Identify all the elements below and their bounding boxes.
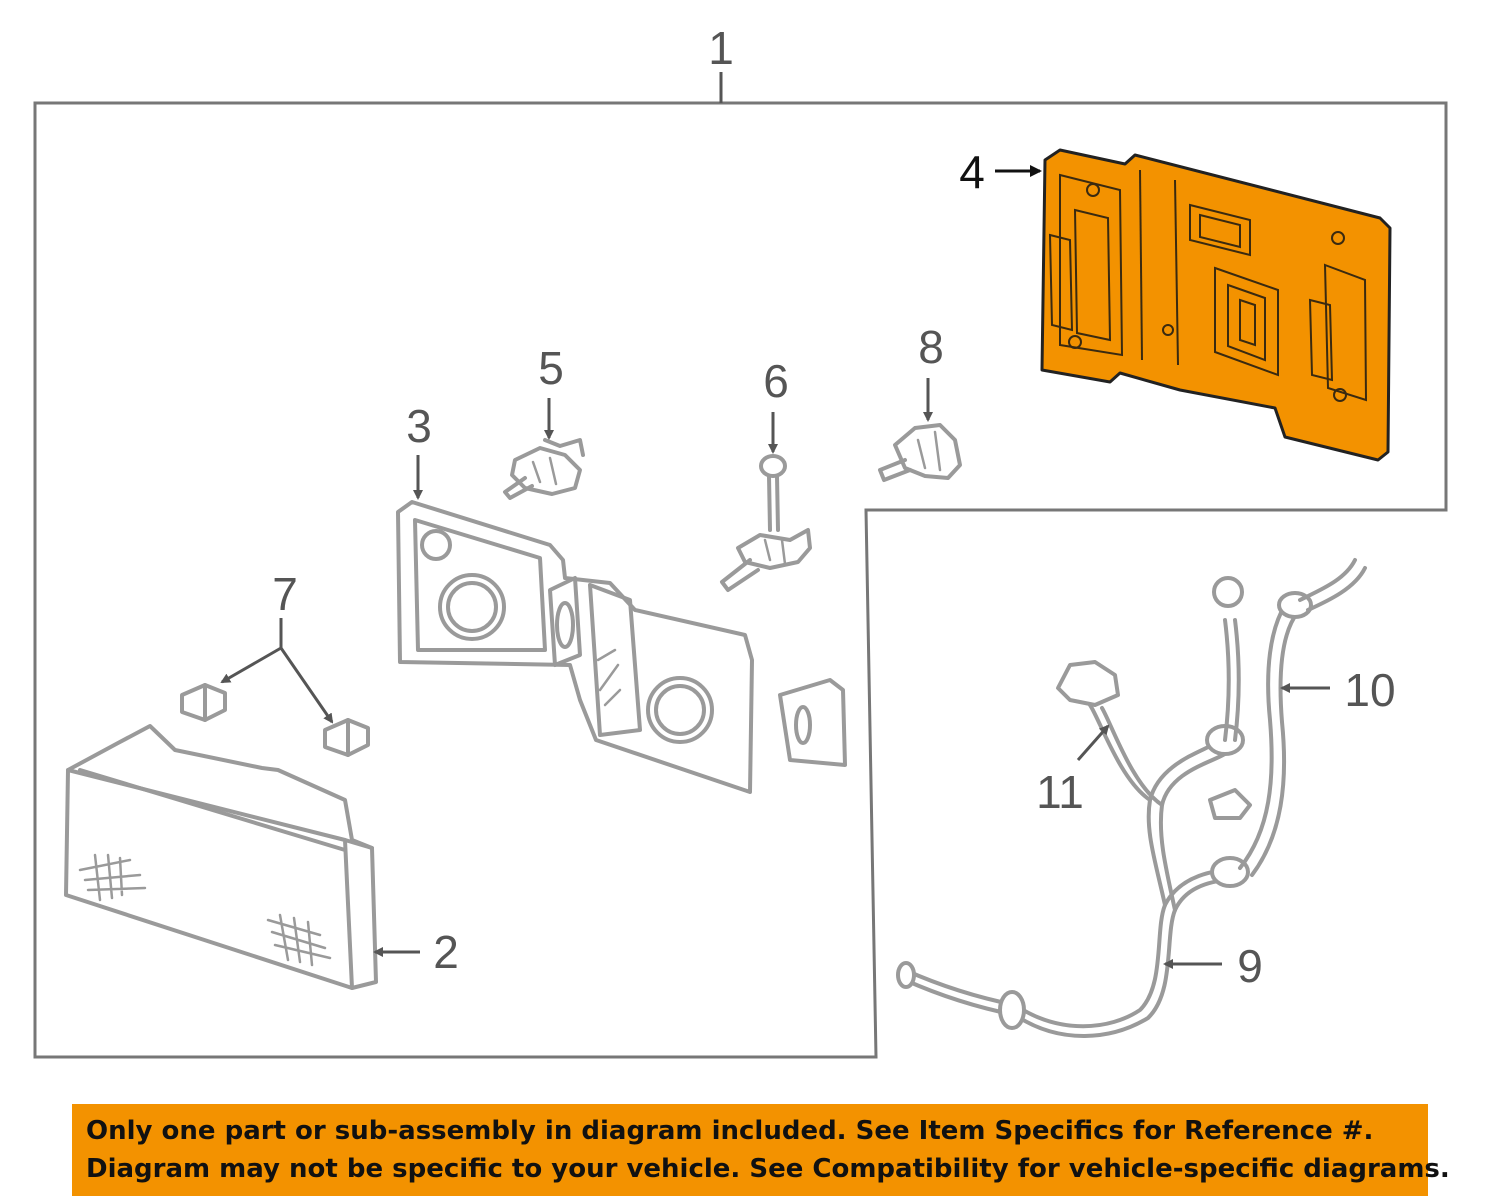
assembly-frame (33, 101, 1448, 1059)
callout-2: 2 (433, 926, 459, 978)
callout-7-arrow-a (220, 646, 282, 684)
part-3-housing[interactable] (396, 500, 847, 794)
notice-banner: Only one part or sub-assembly in diagram… (72, 1104, 1450, 1196)
callout-5: 5 (538, 342, 564, 394)
callout-6: 6 (763, 355, 789, 407)
callout-7-arrow-b (279, 647, 334, 724)
callout-4: 4 (959, 146, 985, 198)
callout-8: 8 (918, 321, 944, 373)
callout-11: 11 (1036, 766, 1084, 818)
callout-1: 1 (708, 22, 734, 74)
callout-9: 9 (1237, 940, 1263, 992)
callout-3: 3 (406, 400, 432, 452)
callout-7: 7 (272, 568, 298, 620)
part-9-wiring-harness[interactable] (896, 558, 1367, 1038)
notice-line-2: Diagram may not be specific to your vehi… (86, 1154, 1450, 1184)
part-4-bracket[interactable] (1040, 148, 1392, 462)
part-2-headlamp[interactable] (64, 724, 378, 990)
notice-line-1: Only one part or sub-assembly in diagram… (86, 1116, 1374, 1146)
part-7-clips[interactable] (180, 683, 370, 757)
part-6-socket[interactable] (720, 454, 812, 592)
callout-10: 10 (1344, 664, 1395, 716)
callout-11-arrow (1076, 724, 1110, 761)
part-8-socket[interactable] (878, 423, 962, 482)
part-5-socket[interactable] (503, 438, 585, 500)
